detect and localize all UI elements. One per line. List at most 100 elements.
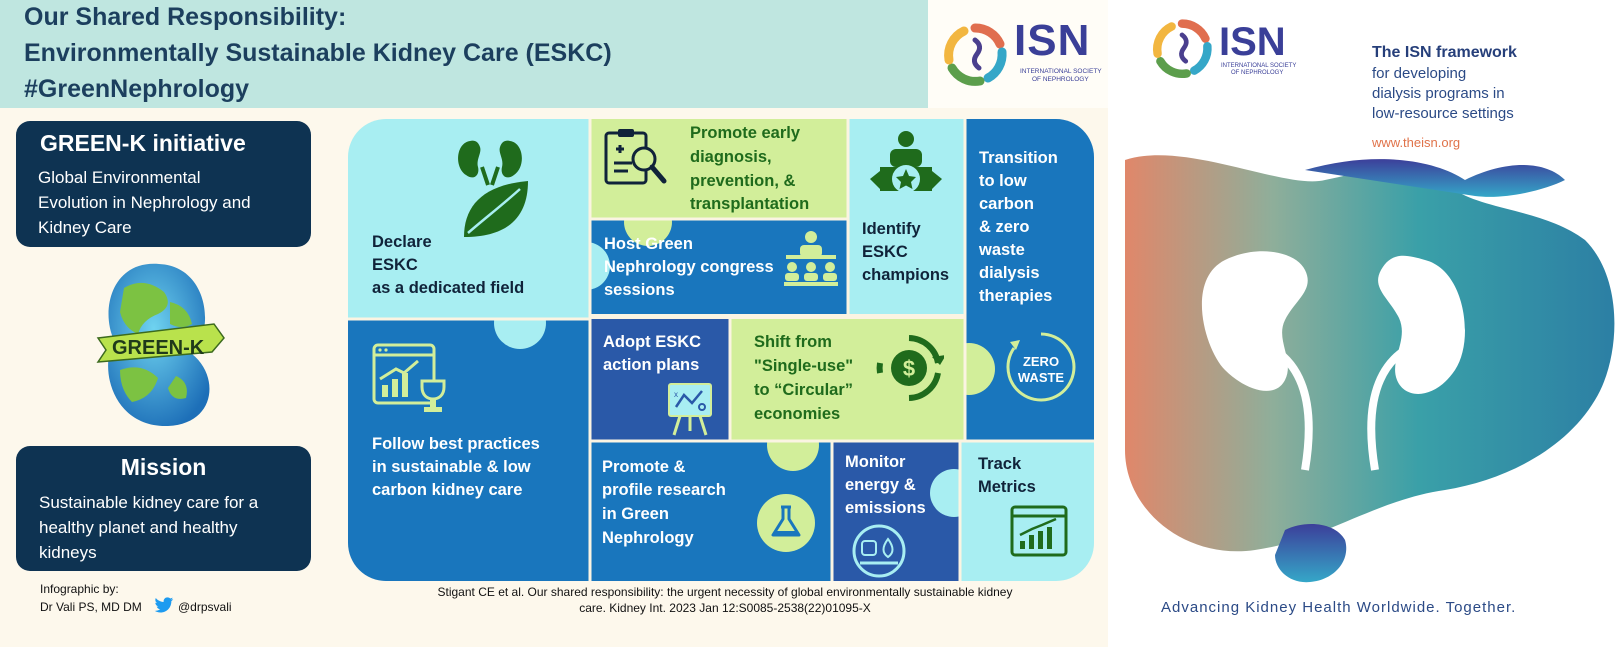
transition-line6: dialysis <box>979 264 1040 282</box>
mission-title: Mission <box>120 454 207 480</box>
shift-line4: economies <box>754 405 841 423</box>
track-line1: Track <box>978 455 1022 473</box>
champion-star-icon <box>870 131 942 193</box>
puzzle-connectors <box>348 119 1094 581</box>
isn-logo-card: ISN INTERNATIONAL SOCIETY OF NEPHROLOGY <box>928 0 1108 108</box>
research-line3: in Green <box>602 505 669 523</box>
isn-framework-poster: ISN INTERNATIONAL SOCIETY OF NEPHROLOGY … <box>1125 0 1620 647</box>
research-flask-icon <box>757 494 815 552</box>
circular-economy-dollar-icon: $ <box>876 335 944 401</box>
identify-line2: ESKC <box>862 243 908 261</box>
transition-line4: & zero <box>979 218 1030 236</box>
conference-audience-icon <box>784 231 838 286</box>
poster-line4: low-resource settings <box>1372 105 1514 122</box>
poster-isn-sub1: INTERNATIONAL SOCIETY <box>1221 63 1297 69</box>
poster-title: The ISN framework <box>1372 44 1517 61</box>
isn-logo-name: ISN <box>1014 16 1091 65</box>
infographic-panel: Our Shared Responsibility: Environmental… <box>0 0 1108 647</box>
declare-line2: ESKC <box>372 256 418 274</box>
greenk-globe-badge-icon: GREEN-K <box>96 263 225 427</box>
clipboard-magnifier-icon <box>604 129 667 185</box>
credit-label: Infographic by: <box>40 582 119 596</box>
poster-line2: for developing <box>1372 65 1467 82</box>
adopt-line2: action plans <box>603 356 700 374</box>
host-line3: sessions <box>604 281 675 299</box>
transition-line3: carbon <box>979 195 1035 213</box>
kidney-leaf-icon <box>458 140 528 237</box>
mission-line3: kidneys <box>39 543 97 562</box>
tile-track-metrics <box>960 441 1094 581</box>
greenk-line2: Evolution in Nephrology and <box>38 193 251 212</box>
shift-line3: to “Circular” <box>754 381 854 399</box>
mission-line1: Sustainable kidney care for a <box>39 493 259 512</box>
zero-waste-line1: ZERO <box>1023 354 1059 369</box>
declare-line3: as a dedicated field <box>372 279 525 297</box>
promote-early-line4: transplantation <box>690 195 810 213</box>
tile-shift-circular <box>730 319 965 441</box>
monitor-line1: Monitor <box>845 453 906 471</box>
metrics-chart-icon <box>1010 505 1068 557</box>
mission-box: Mission Sustainable kidney care for a he… <box>16 446 311 571</box>
greenk-title: GREEN-K initiative <box>40 130 246 156</box>
shift-line2: "Single-use" <box>754 357 854 375</box>
promote-early-line1: Promote early <box>690 124 801 142</box>
research-line2: profile research <box>602 481 726 499</box>
identify-line3: champions <box>862 266 950 284</box>
header-title-line2: Environmentally Sustainable Kidney Care … <box>24 39 612 67</box>
tile-adopt-eskc <box>590 319 730 441</box>
zero-waste-badge-icon: ZERO WASTE <box>1006 332 1076 402</box>
poster-line3: dialysis programs in <box>1372 85 1505 102</box>
research-line1: Promote & <box>602 458 686 476</box>
poster-tagline: Advancing Kidney Health Worldwide. Toget… <box>1161 599 1517 616</box>
header-band <box>0 0 980 108</box>
poster-isn-sub2: OF NEPHROLOGY <box>1231 70 1284 76</box>
host-line2: Nephrology congress <box>604 258 774 276</box>
poster-isn-name: ISN <box>1219 20 1286 64</box>
transition-line2: to low <box>979 172 1027 190</box>
energy-meter-icon <box>852 524 906 578</box>
kidney-artwork <box>1125 155 1615 583</box>
follow-line3: carbon kidney care <box>372 481 523 499</box>
shift-line1: Shift from <box>754 333 832 351</box>
best-practice-trophy-icon <box>372 343 446 412</box>
mission-line2: healthy planet and healthy <box>39 518 238 537</box>
credit-author: Dr Vali PS, MD DM <box>40 600 142 614</box>
credit-twitter-handle: @drpsvali <box>178 600 232 614</box>
greenk-badge-label: GREEN-K <box>112 337 205 359</box>
zero-waste-line2: WASTE <box>1018 370 1065 385</box>
monitor-line3: emissions <box>845 499 926 517</box>
follow-line1: Follow best practices <box>372 435 540 453</box>
follow-line2: in sustainable & low <box>372 458 531 476</box>
isn-logo-icon <box>944 23 1007 86</box>
citation-line2: care. Kidney Int. 2023 Jan 12:S0085-2538… <box>579 601 871 615</box>
identify-line1: Identify <box>862 220 921 238</box>
monitor-line2: energy & <box>845 476 916 494</box>
poster-url: www.theisn.org <box>1372 135 1461 150</box>
isn-logo-sub1: INTERNATIONAL SOCIETY <box>1020 68 1102 75</box>
puzzle-board: Declare ESKC as a dedicated field Promot… <box>348 119 1094 581</box>
track-line2: Metrics <box>978 478 1036 496</box>
tile-follow-best-practices <box>348 319 590 581</box>
greenk-initiative-box: GREEN-K initiative Global Environmental … <box>16 121 311 247</box>
greenk-line3: Kidney Care <box>38 218 132 237</box>
twitter-bird-icon <box>154 597 174 613</box>
transition-line7: therapies <box>979 287 1053 305</box>
header-title-line1: Our Shared Responsibility: <box>24 3 347 31</box>
isn-logo-sub2: OF NEPHROLOGY <box>1032 76 1089 83</box>
action-plan-board-icon: x <box>668 383 712 436</box>
greenk-line1: Global Environmental <box>38 168 201 187</box>
research-line4: Nephrology <box>602 529 694 547</box>
transition-line5: waste <box>979 241 1025 259</box>
poster-isn-logo-icon <box>1152 19 1212 79</box>
promote-early-line2: diagnosis, <box>690 148 772 166</box>
header-hashtag: #GreenNephrology <box>24 75 250 103</box>
promote-early-line3: prevention, & <box>690 172 796 190</box>
adopt-line1: Adopt ESKC <box>603 333 702 351</box>
svg-text:$: $ <box>903 356 915 381</box>
declare-line1: Declare <box>372 233 432 251</box>
svg-text:x: x <box>674 390 678 399</box>
citation-line1: Stigant CE et al. Our shared responsibil… <box>437 585 1013 599</box>
transition-line1: Transition <box>979 149 1058 167</box>
citation: Stigant CE et al. Our shared responsibil… <box>345 584 1105 616</box>
host-line1: Host Green <box>604 235 693 253</box>
